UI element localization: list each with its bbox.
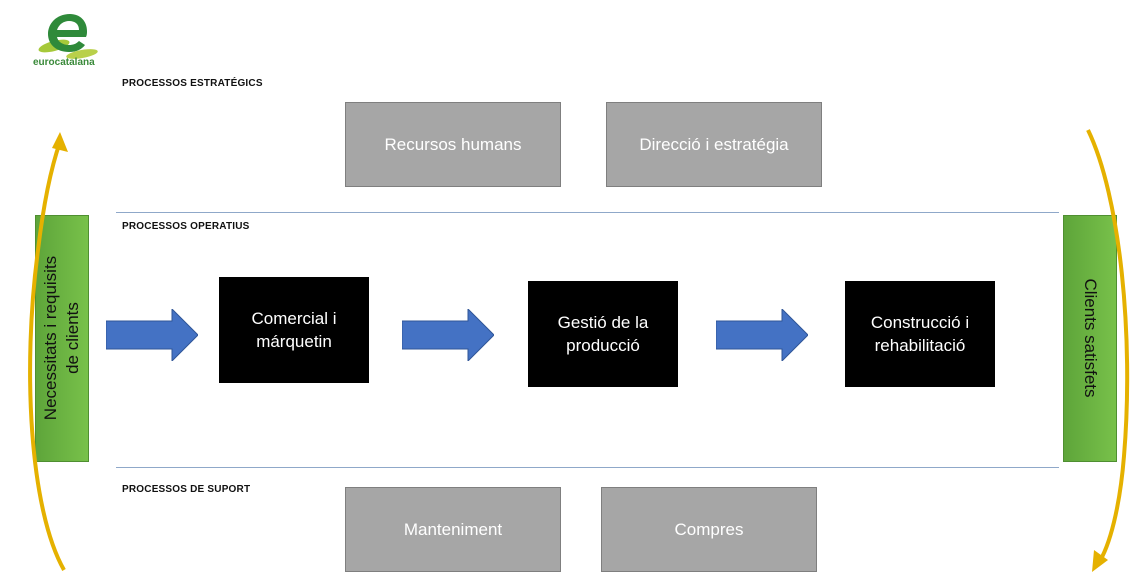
left-green-bar <box>35 215 89 462</box>
eurocatalana-logo-icon <box>38 14 98 59</box>
logo-text: eurocatalana <box>33 57 95 68</box>
divider-top <box>116 212 1059 213</box>
strategic-section-label: PROCESSOS ESTRATÉGICS <box>122 78 263 89</box>
right-arc-arrow-icon <box>1086 129 1130 572</box>
operative-box-construction: Construcció i rehabilitació <box>845 281 995 387</box>
left-arc-arrow-icon <box>28 132 68 571</box>
support-box-purchases: Compres <box>601 487 817 572</box>
operative-section-label: PROCESSOS OPERATIUS <box>122 221 250 232</box>
divider-bottom <box>116 467 1059 468</box>
arrow-right-icon <box>106 309 198 361</box>
right-green-bar <box>1063 215 1117 462</box>
arrow-right-icon <box>716 309 808 361</box>
operative-box-commercial: Comercial i márquetin <box>219 277 369 383</box>
support-box-maintenance: Manteniment <box>345 487 561 572</box>
strategic-box-direction: Direcció i estratégia <box>606 102 822 187</box>
operative-box-production: Gestió de la producció <box>528 281 678 387</box>
arrow-right-icon <box>402 309 494 361</box>
support-section-label: PROCESSOS DE SUPORT <box>122 484 251 495</box>
strategic-box-hr: Recursos humans <box>345 102 561 187</box>
